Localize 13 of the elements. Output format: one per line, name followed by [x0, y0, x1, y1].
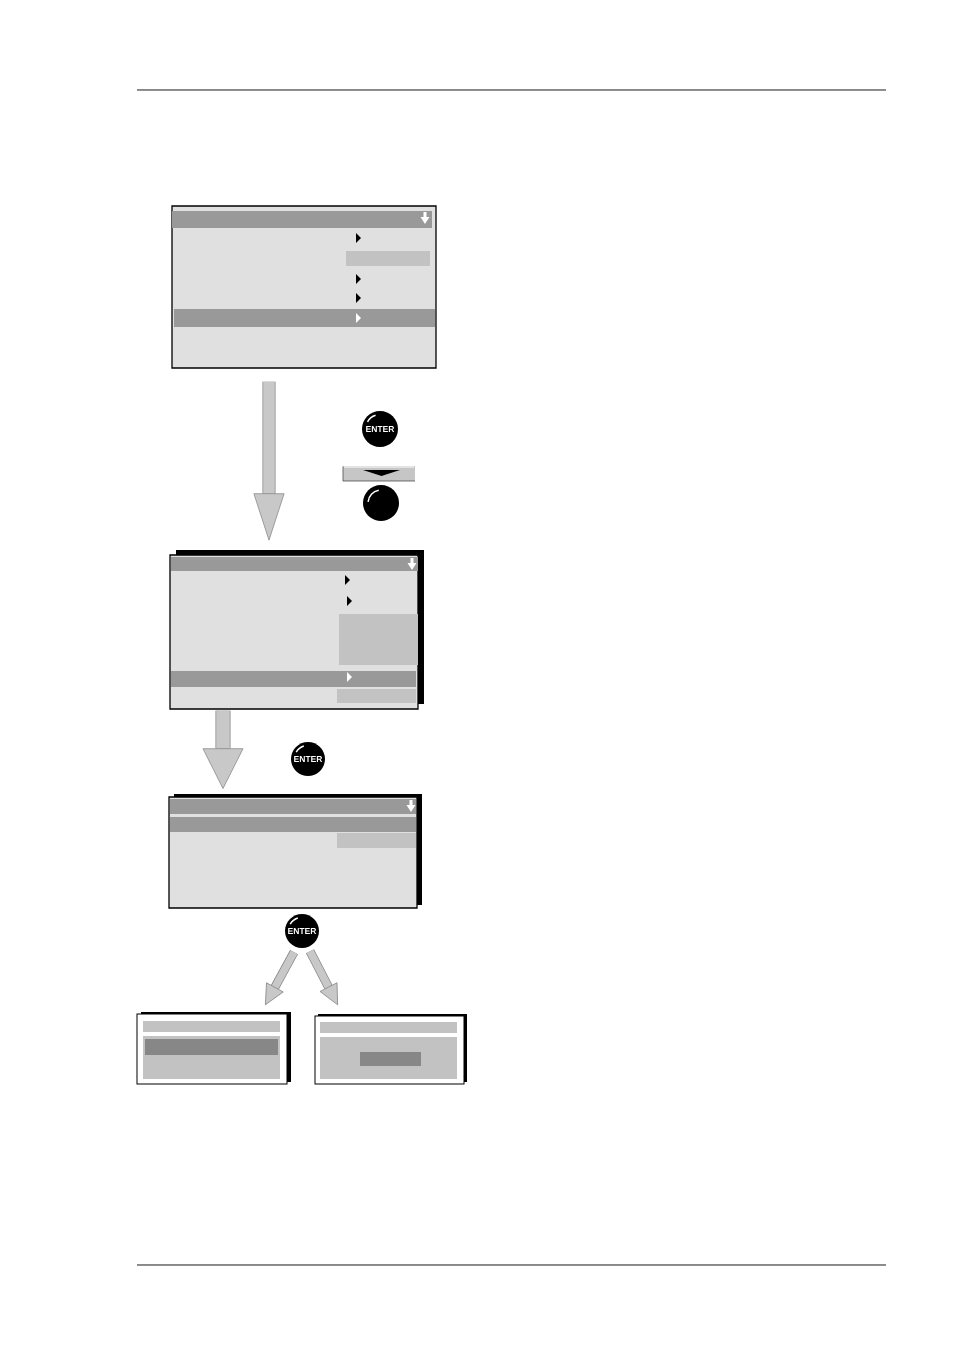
display-screen	[169, 550, 424, 710]
enter-button: ENTER	[362, 411, 398, 447]
key-button	[363, 485, 399, 521]
block-arrow	[265, 950, 298, 1006]
block-arrow	[202, 710, 244, 789]
block-arrow	[253, 381, 285, 541]
dialog-screen	[314, 1014, 467, 1085]
display-screen	[171, 205, 437, 369]
dialog-screen	[136, 1012, 291, 1085]
block-arrow	[306, 949, 338, 1006]
display-screen	[168, 794, 422, 909]
enter-button: ENTER	[285, 914, 319, 948]
enter-button: ENTER	[291, 742, 325, 776]
